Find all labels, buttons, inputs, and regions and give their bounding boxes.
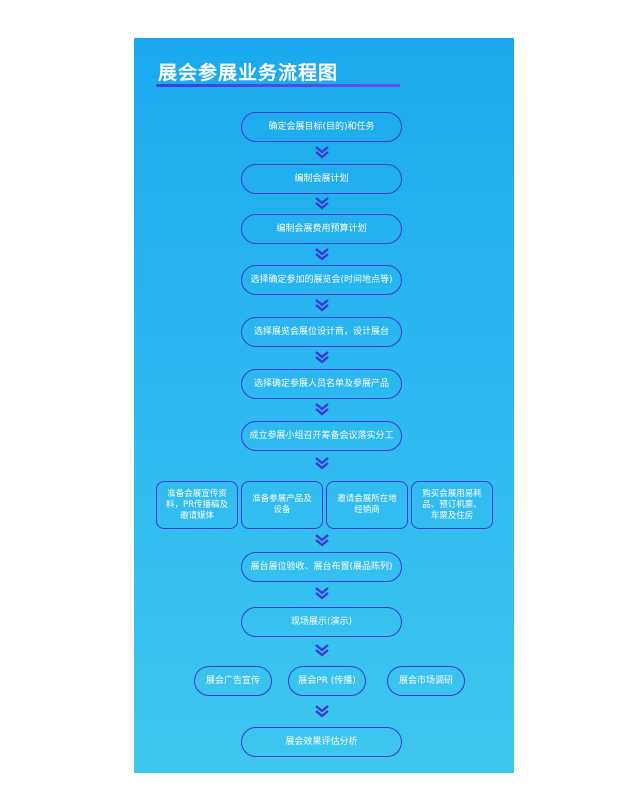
parallel-task-2: 准备参展产品及 设备 (241, 481, 323, 529)
chevron-down-icon (315, 146, 329, 159)
title-underline (156, 84, 400, 87)
chevron-down-icon (315, 197, 329, 210)
step-4: 选择确定参加的展览会(时间地点等) (241, 265, 402, 295)
step-1: 确定会展目标(目的)和任务 (241, 112, 402, 142)
chevron-down-icon (315, 587, 329, 600)
parallel-task-3: 邀请会展所在地 经销商 (326, 481, 408, 529)
step-9: 现场展示(演示) (241, 607, 402, 637)
chevron-down-icon (315, 705, 329, 718)
parallel-task-1: 准备会展宣传资 料，PR传播稿及 邀请媒体 (156, 481, 238, 529)
chevron-down-icon (315, 351, 329, 364)
final-step: 展会效果评估分析 (241, 727, 402, 757)
step-8: 展台展位验收、展台布置(展品陈列) (241, 552, 402, 582)
step-2: 编制会展计划 (241, 164, 402, 194)
chevron-down-icon (315, 299, 329, 312)
diagram-title: 展会参展业务流程图 (158, 62, 339, 84)
diagram-panel (134, 38, 514, 773)
chevron-down-icon (315, 457, 329, 470)
promo-task-3: 展会市场调研 (387, 666, 465, 696)
promo-task-2: 展会PR (传播) (288, 666, 366, 696)
step-6: 选择确定参展人员名单及参展产品 (241, 369, 402, 399)
step-3: 编制会展费用预算计划 (241, 214, 402, 244)
promo-task-1: 展会广告宣传 (194, 666, 272, 696)
parallel-task-4: 购买会展用易耗 品、预订机票、 车票及住房 (411, 481, 493, 529)
chevron-down-icon (315, 248, 329, 261)
chevron-down-icon (315, 644, 329, 657)
step-7: 成立参展小组召开筹备会议落实分工 (241, 421, 402, 451)
chevron-down-icon (315, 534, 329, 547)
chevron-down-icon (315, 403, 329, 416)
step-5: 选择展览会展位设计商，设计展台 (241, 317, 402, 347)
